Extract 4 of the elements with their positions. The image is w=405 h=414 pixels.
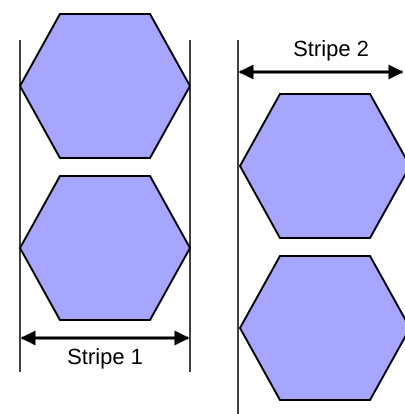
hexagon <box>18 175 192 321</box>
hexagon <box>238 93 405 239</box>
hexagon <box>18 13 192 159</box>
hexagon <box>238 255 405 401</box>
